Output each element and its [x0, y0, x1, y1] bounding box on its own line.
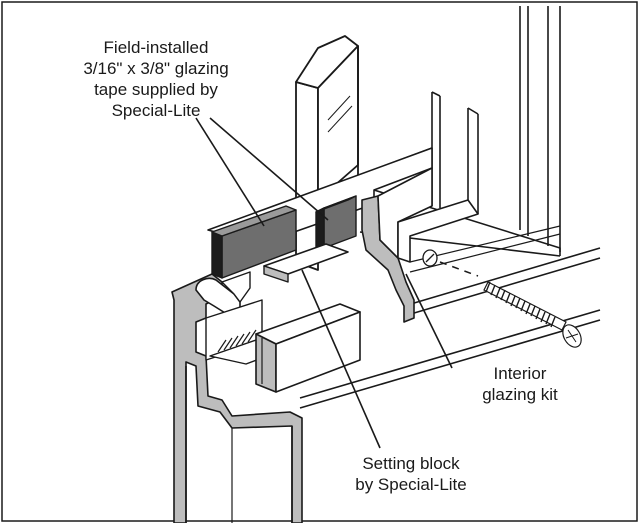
- screw-icon: [483, 281, 582, 348]
- callout-kit-line-1: Interior: [493, 364, 547, 383]
- setting-block-front: [263, 265, 289, 283]
- frame-extrusion-section: [171, 273, 303, 523]
- callout-block-line-2: by Special-Lite: [355, 475, 467, 494]
- callout-glazing-tape-line-4: Special-Lite: [111, 101, 201, 120]
- callout-setting-block: Setting block by Special-Lite: [326, 453, 496, 495]
- callout-glazing-tape-line-1: Field-installed: [103, 38, 209, 57]
- glass-pane: [295, 35, 359, 271]
- screw-path-dashed: [439, 261, 479, 277]
- interior-kit-channel: [397, 199, 479, 263]
- inner-receptor: [255, 303, 361, 393]
- callout-interior-glazing-kit: Interior glazing kit: [445, 363, 595, 405]
- frame-lower-body: [185, 366, 293, 523]
- glazing-tape-left: [211, 205, 297, 279]
- frame-top-surface: [221, 271, 251, 303]
- callout-glazing-tape-line-3: tape supplied by: [94, 80, 218, 99]
- callout-block-line-1: Setting block: [362, 454, 460, 473]
- callout-glazing-tape: Field-installed 3/16" x 3/8" glazing tap…: [36, 37, 276, 121]
- callout-kit-line-2: glazing kit: [482, 385, 558, 404]
- callout-glazing-tape-line-2: 3/16" x 3/8" glazing: [83, 59, 229, 78]
- leader-lines: [195, 117, 453, 449]
- screw-hole: [422, 249, 438, 267]
